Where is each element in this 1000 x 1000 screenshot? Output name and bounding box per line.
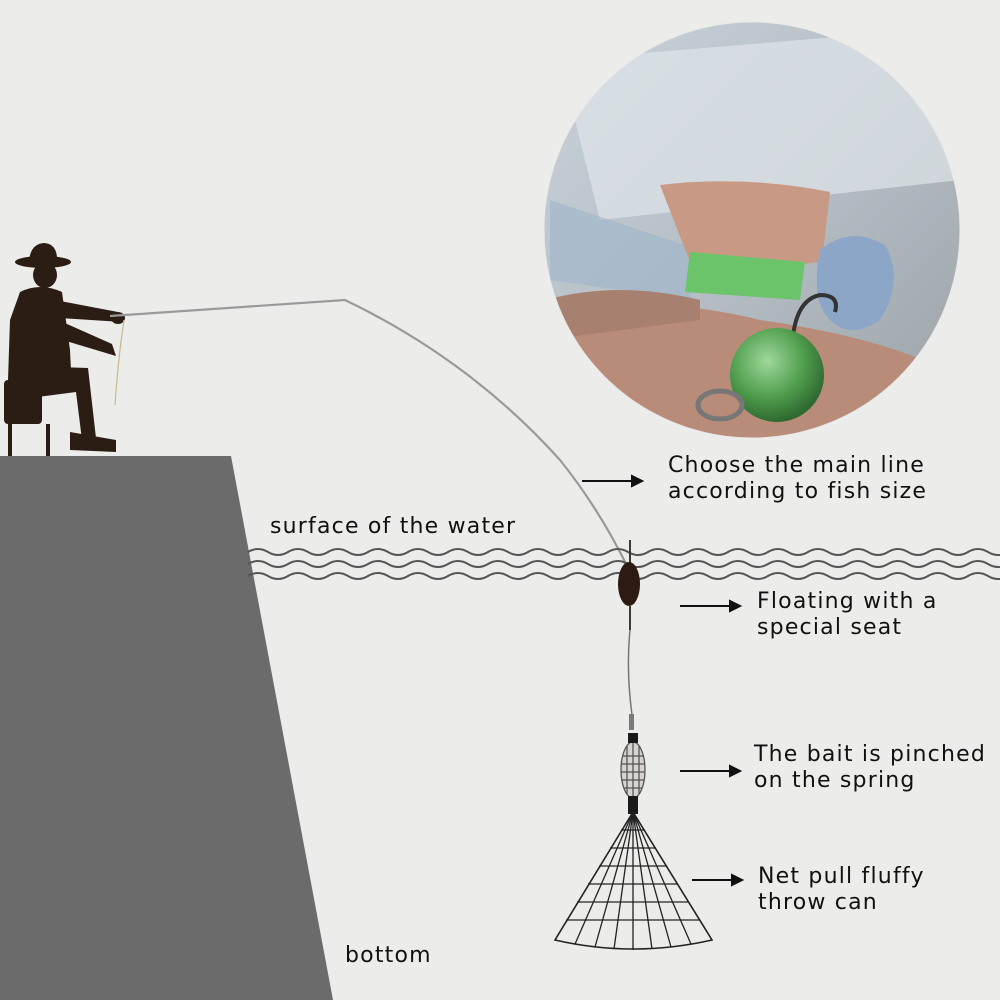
bait-label-line2: on the spring xyxy=(754,768,986,794)
swivel xyxy=(629,714,634,730)
arrow-right-icon xyxy=(692,875,742,885)
net-label-line1: Net pull fluffy xyxy=(758,864,925,890)
float-label-line2: special seat xyxy=(757,615,938,641)
main-line-label-line2: according to fish size xyxy=(668,479,927,505)
bait-label: The bait is pinched on the spring xyxy=(754,742,986,794)
main-line-label-line1: Choose the main line xyxy=(668,453,927,479)
arrow-right-icon xyxy=(680,601,740,611)
net-label-line2: throw can xyxy=(758,890,925,916)
leader-line xyxy=(628,630,632,715)
bottom-label: bottom xyxy=(345,943,432,969)
arrow-right-icon xyxy=(582,476,642,486)
fisherman-silhouette-icon xyxy=(4,243,125,456)
spring-bait-cage xyxy=(621,742,645,798)
net-cone xyxy=(555,812,712,950)
float-label-line1: Floating with a xyxy=(757,589,938,615)
reel-line xyxy=(115,320,124,405)
float-label: Floating with a special seat xyxy=(757,589,938,641)
hand-holding-bait-ball-photo xyxy=(540,20,960,440)
cage-top-cap xyxy=(628,733,638,743)
main-line-label: Choose the main line according to fish s… xyxy=(668,453,927,505)
net-label: Net pull fluffy throw can xyxy=(758,864,925,916)
arrow-right-icon xyxy=(680,766,740,776)
bait-label-line1: The bait is pinched xyxy=(754,742,986,768)
surface-label: surface of the water xyxy=(270,514,516,540)
